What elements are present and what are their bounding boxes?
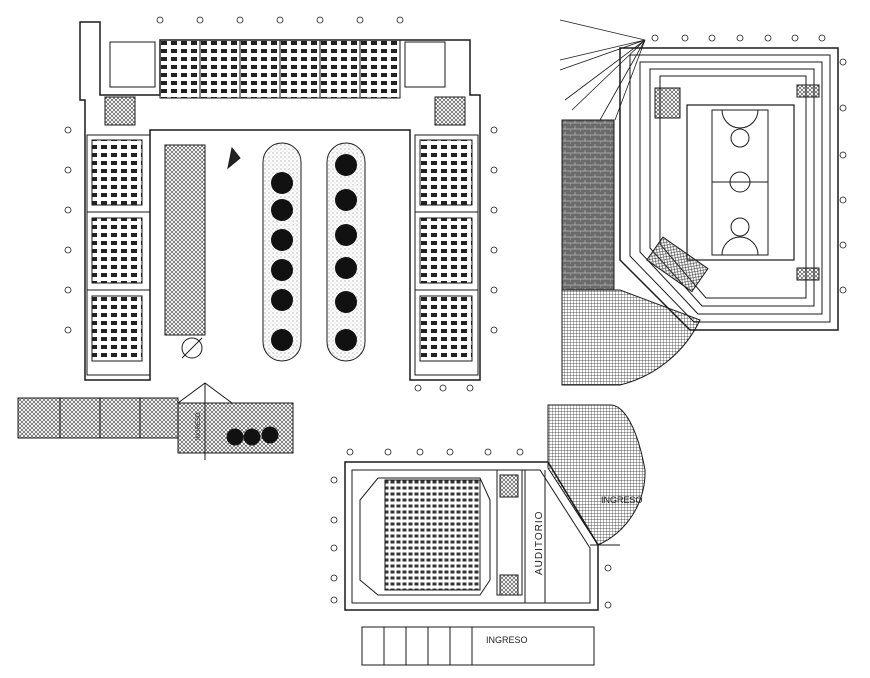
school-block-plan bbox=[79, 21, 481, 381]
court-grid-markers bbox=[651, 34, 847, 294]
sports-court-plan bbox=[559, 19, 839, 386]
auditorio-label: AUDITORIO bbox=[534, 511, 545, 575]
grid-axis-markers bbox=[64, 16, 498, 392]
auditorium-plan bbox=[344, 404, 646, 666]
ingreso-right-label: INGRESO bbox=[601, 495, 643, 505]
trees-courtyard bbox=[271, 154, 357, 351]
site-elevation bbox=[17, 382, 294, 460]
ingreso-bottom-label: INGRESO bbox=[486, 635, 528, 645]
school-entry-vertical-label: INGRESO bbox=[196, 412, 202, 440]
auditorium-grid-markers bbox=[330, 448, 612, 609]
